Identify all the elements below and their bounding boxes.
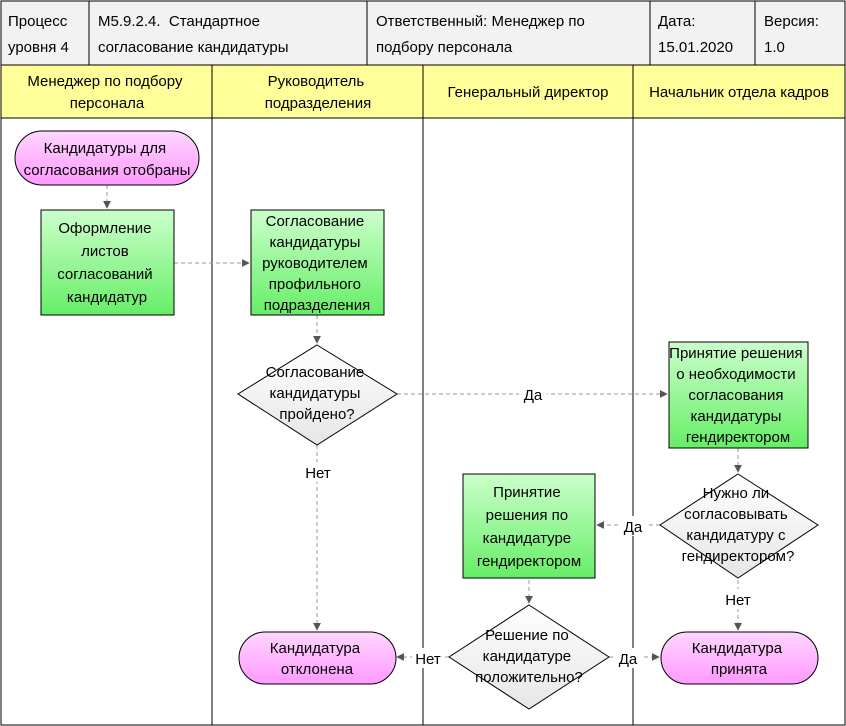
svg-text:Нужно ли согласовывать: Нужно ли согласовывать кандидатуру с ген… <box>682 485 795 565</box>
svg-text:Оформление листов: Оформление листов согласований кандидату… <box>57 220 157 306</box>
process-ceo-decision: Принятие решения по кандидатуре гендирек… <box>462 473 596 579</box>
svg-text:Кандидатуры для согласов: Кандидатуры для согласования отобраны <box>24 140 191 179</box>
svg-text:Решение по кандидатуре: Решение по кандидатуре положительно? <box>475 627 583 686</box>
process-prepare-sheets: Оформление листов согласований кандидату… <box>40 209 175 316</box>
lane-header-row: Менеджер по подбору персонала Руководите… <box>0 64 846 119</box>
svg-text:Согласование кандидатуры: Согласование кандидатуры пройдено? <box>266 364 369 423</box>
label-need-ceo-yes: Да <box>624 519 643 536</box>
label-need-ceo-no: Нет <box>725 592 751 609</box>
decision-approval-passed: Согласование кандидатуры пройдено? <box>237 344 398 446</box>
responsible-cell: Ответственный: Менеджер по подбору персо… <box>376 13 589 56</box>
process-hr-decision: Принятие решения о необходимости согласо… <box>668 341 809 449</box>
date-cell: Дата: 15.01.2020 <box>658 13 733 56</box>
process-name-cell: M5.9.2.4. Стандартное согласование канди… <box>98 13 288 56</box>
decision-need-ceo: Нужно ли согласовывать кандидатуру с ген… <box>659 473 819 579</box>
event-rejected: Кандидатура отклонена <box>238 631 397 685</box>
header-row: Процесс уровня 4 M5.9.2.4. Стандартное с… <box>0 0 846 66</box>
svg-text:Принятие решения о необх: Принятие решения о необходимости согласо… <box>669 345 807 446</box>
label-positive-yes: Да <box>619 651 638 668</box>
svg-text:Принятие решения по: Принятие решения по кандидатуре гендирек… <box>477 484 581 570</box>
event-accepted: Кандидатура принята <box>660 631 819 685</box>
version-cell: Версия: 1.0 <box>764 13 823 56</box>
lane-title-ceo: Генеральный директор <box>448 84 609 101</box>
lane-title-hr-head: Начальник отдела кадров <box>649 84 829 101</box>
lane-title-department-head: Руководитель подразделения <box>265 73 371 112</box>
process-head-approval: Согласование кандидатуры руководителем п… <box>250 209 385 316</box>
label-passed-yes: Да <box>524 387 543 404</box>
label-passed-no: Нет <box>305 465 331 482</box>
decision-positive: Решение по кандидатуре положительно? <box>448 604 610 710</box>
svg-text:Кандидатура принята: Кандидатура принята <box>692 640 787 678</box>
edge-labels: Да Нет Да Нет Нет Да <box>302 384 754 668</box>
svg-text:Согласование кандидатуры: Согласование кандидатуры руководителем п… <box>262 213 372 314</box>
event-start: Кандидатуры для согласования отобраны <box>14 130 200 186</box>
svg-text:Кандидатура отклонена: Кандидатура отклонена <box>270 640 365 678</box>
lane-title-manager: Менеджер по подбору персонала <box>27 73 186 112</box>
label-positive-no: Нет <box>415 651 441 668</box>
process-level-cell: Процесс уровня 4 <box>8 13 71 56</box>
